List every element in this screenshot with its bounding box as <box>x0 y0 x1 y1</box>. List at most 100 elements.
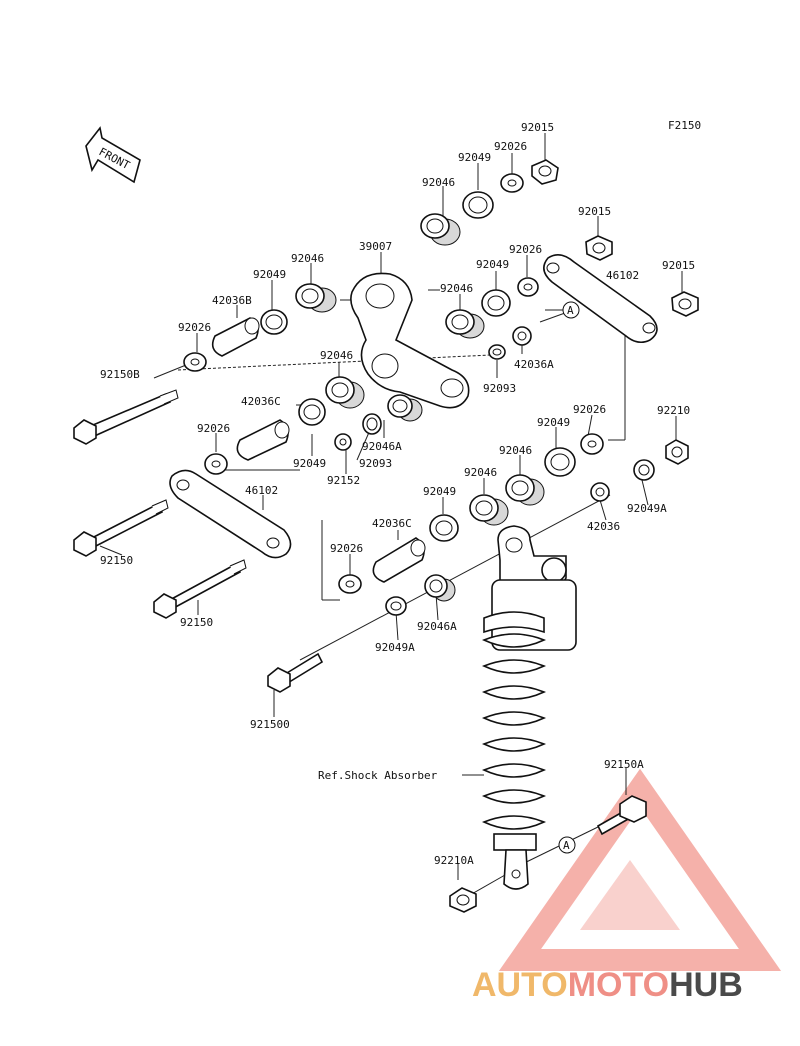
nut-92210a <box>449 887 477 913</box>
label-92049-right: 92049 <box>476 258 509 271</box>
washer-92026-right-mid <box>580 433 604 455</box>
seal-92049-top <box>462 191 494 219</box>
label-92150b: 92150B <box>100 368 140 381</box>
seal-92049a-lower <box>385 596 407 616</box>
label-42036c-lower: 42036C <box>372 517 412 530</box>
seal-92049-mid <box>298 398 326 426</box>
label-42036c-upper: 42036C <box>241 395 281 408</box>
ref-shock-absorber-label: Ref.Shock Absorber <box>318 769 438 782</box>
front-arrow-icon: FRONT <box>85 126 141 184</box>
seal-92049a-right <box>633 459 655 481</box>
label-92093-lower: 92093 <box>359 457 392 470</box>
label-92026-upper-left: 92026 <box>178 321 211 334</box>
label-46102-upper: 46102 <box>606 269 639 282</box>
watermark-hub: HUB <box>669 966 743 1004</box>
bearing-92046-top <box>420 213 461 246</box>
label-92046-right-mid: 92046 <box>499 444 532 457</box>
bearing-92046a-mid <box>387 394 423 422</box>
washer-92026-top <box>500 173 524 193</box>
shock-absorber <box>481 525 577 890</box>
label-92026-right-mid: 92026 <box>573 403 606 416</box>
nut-92015-right <box>671 291 699 317</box>
figure-code: F2150 <box>668 119 701 132</box>
label-92049a-right: 92049A <box>627 502 667 515</box>
label-921500: 921500 <box>250 718 290 731</box>
collar-42036c-upper <box>236 419 290 461</box>
label-92150-lower: 92150 <box>180 616 213 629</box>
seal-92049-right-mid <box>544 447 576 477</box>
label-92026-mid: 92026 <box>197 422 230 435</box>
bearing-92046a-lower <box>424 574 456 602</box>
shock-spring <box>481 633 547 830</box>
nut-92015-top <box>531 159 559 185</box>
reference-marker-lower-label: A <box>563 839 570 852</box>
label-46102-lower: 46102 <box>245 484 278 497</box>
bearing-92046-upper-left <box>295 283 337 313</box>
label-92049a-lower: 92049A <box>375 641 415 654</box>
label-92049-right-mid: 92049 <box>537 416 570 429</box>
label-39007: 39007 <box>359 240 392 253</box>
label-92026-lower: 92026 <box>330 542 363 555</box>
ring-92093-lower <box>362 413 382 435</box>
label-92049-top: 92049 <box>458 151 491 164</box>
bolt-92150b <box>73 389 179 445</box>
collar-42036c-lower <box>372 537 426 583</box>
leader-lines <box>99 133 683 896</box>
label-92150-upper: 92150 <box>100 554 133 567</box>
label-42036: 42036 <box>587 520 620 533</box>
label-92046-top: 92046 <box>422 176 455 189</box>
bearing-92046-right-mid <box>505 474 545 506</box>
bearing-92046-right <box>445 309 485 339</box>
collar-42036b <box>211 317 260 357</box>
label-92046-right: 92046 <box>440 282 473 295</box>
label-92046-upper-left: 92046 <box>291 252 324 265</box>
label-92049-right-low: 92049 <box>423 485 456 498</box>
watermark-logo: AUTOMOTOHUB <box>472 768 782 1004</box>
ring-92093-upper <box>488 344 506 360</box>
washer-92026-upper-left <box>183 352 207 372</box>
seal-92049-right <box>481 289 511 317</box>
label-92015-mid: 92015 <box>578 205 611 218</box>
label-92093-upper: 92093 <box>483 382 516 395</box>
seal-92049-right-low <box>429 514 459 542</box>
bolt-921500 <box>267 652 324 693</box>
bearing-92046-right-low <box>469 494 509 526</box>
label-92046-mid: 92046 <box>320 349 353 362</box>
label-92210: 92210 <box>657 404 690 417</box>
watermark-auto: AUTO <box>472 966 568 1004</box>
bolt-92150a <box>596 795 647 836</box>
label-92026-right: 92026 <box>509 243 542 256</box>
nut-92210 <box>665 439 689 465</box>
nut-92015-mid <box>585 235 613 261</box>
label-92046a-mid: 92046A <box>362 440 402 453</box>
part-labels: 92015 92026 92049 92046 92015 39007 9204… <box>100 121 695 867</box>
bolt-92150-lower <box>153 559 247 619</box>
washer-92026-right <box>517 277 539 297</box>
label-42036b: 42036B <box>212 294 252 307</box>
watermark-moto: MOTO <box>568 966 669 1004</box>
label-92210a: 92210A <box>434 854 474 867</box>
collar-42036a <box>512 326 532 346</box>
label-92015-top: 92015 <box>521 121 554 134</box>
label-92152: 92152 <box>327 474 360 487</box>
label-92026-top: 92026 <box>494 140 527 153</box>
label-92046a-lower: 92046A <box>417 620 457 633</box>
tie-rod-46102-lower <box>169 469 292 559</box>
collar-42036 <box>590 482 610 502</box>
washer-92026-mid <box>204 453 228 475</box>
seal-92049-upper-left <box>260 309 288 335</box>
svg-text:AUTOMOTOHUB: AUTOMOTOHUB <box>472 966 743 1004</box>
reference-marker-lower: A <box>558 836 576 854</box>
label-92049-upper-left: 92049 <box>253 268 286 281</box>
bearing-92046-mid <box>325 376 365 409</box>
tie-rod-46102-upper <box>543 254 658 344</box>
label-42036a: 42036A <box>514 358 554 371</box>
label-92015-right: 92015 <box>662 259 695 272</box>
label-92150a: 92150A <box>604 758 644 771</box>
washer-92026-lower <box>338 574 362 594</box>
label-92046-right-low: 92046 <box>464 466 497 479</box>
label-92049-mid: 92049 <box>293 457 326 470</box>
rocker-arm-39007 <box>350 272 470 409</box>
washer-92152 <box>334 433 352 451</box>
